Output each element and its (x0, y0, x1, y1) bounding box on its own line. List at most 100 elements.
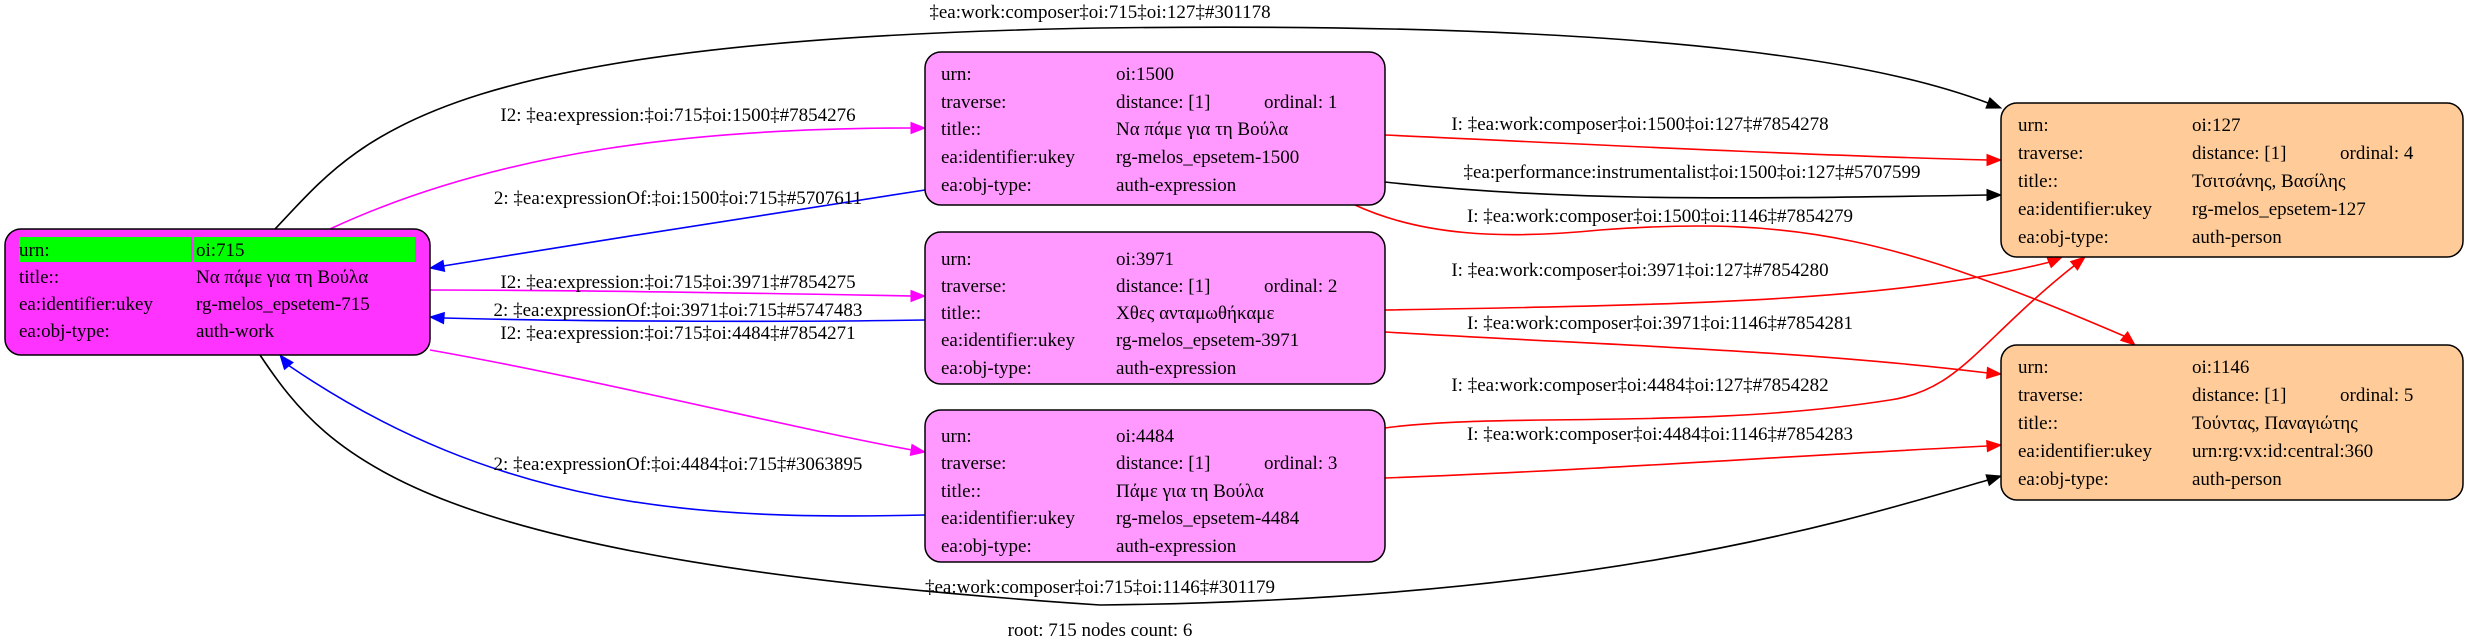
field-ordinal: ordinal: 2 (1264, 276, 1337, 297)
field-label: urn: (941, 64, 972, 85)
edge-labels-layer: ‡ea:work:composer‡oi:715‡oi:127‡#301178I… (494, 2, 1921, 598)
edge-line (1384, 261, 2051, 311)
edge-label: I: ‡ea:work:composer‡oi:1500‡oi:127‡#785… (1451, 114, 1828, 135)
field-value: rg-melos_epsetem-1500 (1116, 147, 1299, 168)
field-value: Να πάμε για τη Βούλα (196, 267, 368, 288)
field-label: ea:identifier:ukey (2018, 199, 2152, 220)
edge[interactable] (279, 353, 926, 517)
field-ordinal: ordinal: 5 (2340, 385, 2413, 406)
edge[interactable] (1384, 256, 2087, 429)
field-label: title:: (2018, 413, 2058, 434)
highlight-cell (19, 237, 191, 262)
edge[interactable] (1384, 331, 2003, 380)
edge-label: ‡ea:work:composer‡oi:715‡oi:1146‡#301179 (925, 577, 1275, 598)
graph-footer: root: 715 nodes count: 6 (1008, 620, 1193, 641)
highlight-cell (194, 237, 415, 262)
edge[interactable] (428, 311, 926, 325)
field-ordinal: ordinal: 4 (2340, 143, 2414, 164)
edge-label: 2: ‡ea:expressionOf:‡oi:1500‡oi:715‡#570… (494, 188, 862, 209)
field-label: title:: (19, 267, 59, 288)
edge[interactable] (274, 26, 2003, 230)
edge-line (287, 364, 926, 517)
edge-line (1384, 181, 1989, 199)
field-value: rg-melos_epsetem-715 (196, 294, 370, 315)
arrowhead-icon (2119, 330, 2137, 346)
edge-line (1384, 445, 1989, 479)
node-box (2000, 344, 2464, 501)
field-label: ea:obj-type: (941, 358, 1032, 379)
field-label: ea:identifier:ukey (941, 508, 1075, 529)
arrowhead-icon (1985, 96, 2003, 109)
edge[interactable] (329, 121, 927, 230)
field-label: traverse: (2018, 385, 2083, 406)
field-label: ea:obj-type: (941, 536, 1032, 557)
arrowhead-icon (909, 443, 927, 456)
field-label: traverse: (941, 453, 1006, 474)
field-value: urn:rg:vx:id:central:360 (2192, 441, 2373, 462)
arrowhead-icon (2069, 256, 2087, 271)
field-label: ea:obj-type: (2018, 469, 2109, 490)
edge[interactable] (1384, 181, 2003, 202)
field-value: Τούντας, Παναγιώτης (2192, 413, 2358, 434)
edge-line (329, 127, 913, 230)
edge-line (442, 189, 926, 267)
edge[interactable] (1354, 204, 2137, 346)
arrowhead-icon (1986, 153, 2003, 167)
edge-label: I2: ‡ea:expression:‡oi:715‡oi:1500‡#7854… (500, 105, 855, 126)
edge-line (442, 317, 926, 323)
node-box (924, 231, 1386, 385)
field-value: rg-melos_epsetem-3971 (1116, 330, 1299, 351)
arrowhead-icon (1985, 474, 2003, 487)
field-value: oi:715 (196, 240, 245, 261)
edge[interactable] (429, 289, 927, 303)
field-value: oi:1146 (2192, 357, 2249, 378)
edge-label: I: ‡ea:work:composer‡oi:3971‡oi:127‡#785… (1451, 260, 1828, 281)
field-label: ea:identifier:ukey (19, 294, 153, 315)
node-box (924, 409, 1386, 563)
edge-label: I: ‡ea:work:composer‡oi:3971‡oi:1146‡#78… (1467, 313, 1853, 334)
edge-line (1384, 331, 1989, 374)
field-value: oi:4484 (1116, 426, 1175, 447)
arrowhead-icon (910, 289, 927, 303)
field-label: title:: (941, 303, 981, 324)
field-label: ea:identifier:ukey (941, 147, 1075, 168)
edge-label: I2: ‡ea:expression:‡oi:715‡oi:4484‡#7854… (500, 323, 855, 344)
field-ordinal: ordinal: 1 (1264, 92, 1337, 113)
field-label: title:: (941, 481, 981, 502)
node-box (2000, 102, 2464, 258)
edge-line (1354, 204, 2125, 337)
arrowhead-icon (428, 311, 445, 325)
edge-label: I: ‡ea:work:composer‡oi:4484‡oi:127‡#785… (1451, 375, 1828, 396)
edge[interactable] (259, 354, 2003, 606)
field-label: urn: (941, 249, 972, 270)
edge-label: 2: ‡ea:expressionOf:‡oi:4484‡oi:715‡#306… (494, 454, 863, 475)
field-value: auth-expression (1116, 175, 1237, 196)
field-value: oi:127 (2192, 115, 2241, 136)
edge[interactable] (1384, 134, 2003, 167)
field-ordinal: ordinal: 3 (1264, 453, 1337, 474)
edge-line (429, 289, 913, 297)
field-label: urn: (19, 240, 50, 261)
arrowhead-icon (2046, 256, 2064, 269)
field-value: distance: [1] (1116, 92, 1210, 113)
edge[interactable] (1384, 439, 2003, 479)
node-box (924, 51, 1386, 206)
edge-label: I: ‡ea:work:composer‡oi:4484‡oi:1146‡#78… (1467, 424, 1853, 445)
field-label: traverse: (941, 276, 1006, 297)
field-value: distance: [1] (2192, 143, 2286, 164)
field-label: title:: (941, 119, 981, 140)
field-label: traverse: (2018, 143, 2083, 164)
field-label: ea:obj-type: (941, 175, 1032, 196)
field-value: oi:1500 (1116, 64, 1174, 85)
field-label: urn: (2018, 357, 2049, 378)
edge[interactable] (429, 349, 927, 456)
edge[interactable] (428, 189, 926, 272)
edge-label: ‡ea:performance:instrumentalist‡oi:1500‡… (1464, 162, 1921, 183)
